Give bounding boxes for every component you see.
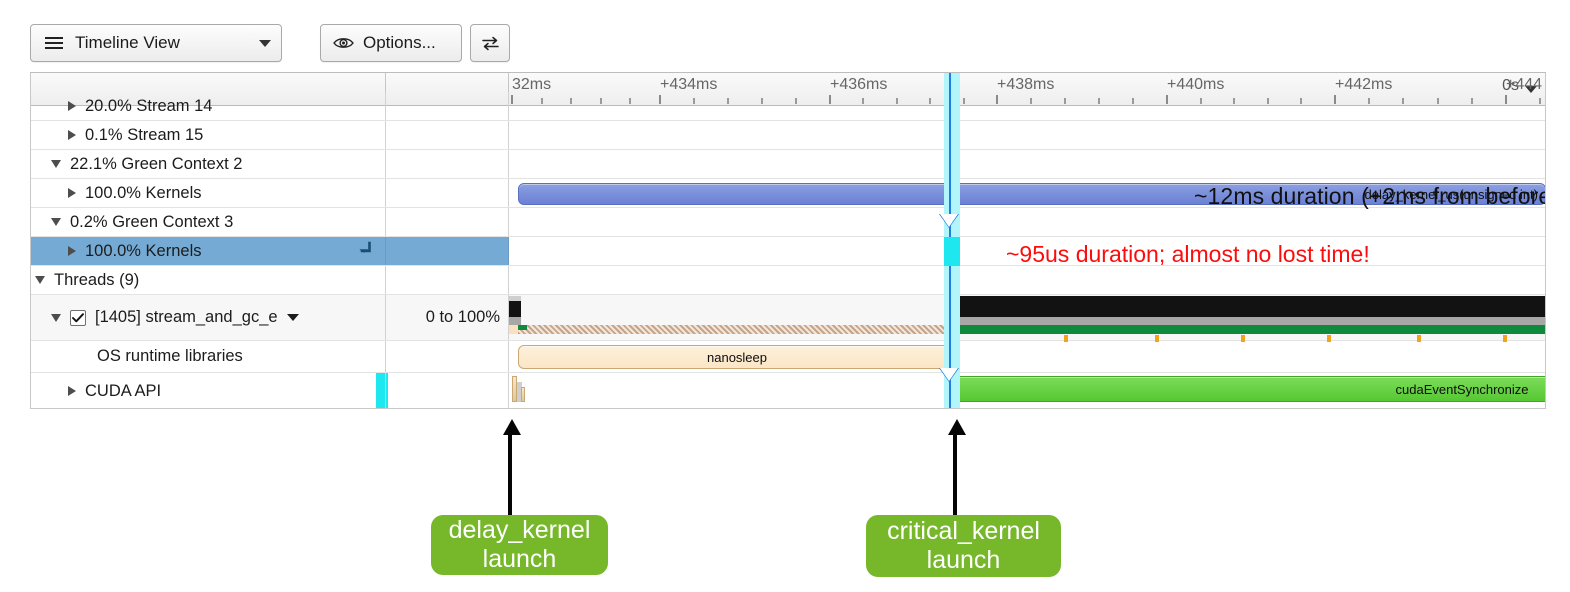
row-os-runtime-libraries[interactable]: OS runtime libraries nanosleep [31,341,1545,373]
thread-visibility-checkbox[interactable] [70,309,86,326]
nanosleep-bar-label: nanosleep [707,349,767,365]
row-label-text: 100.0% Kernels [85,241,202,260]
timeline-rows: 20.0% Stream 14 0.1% Stream 15 22.1% Gre… [31,73,1546,408]
critical-kernel-arrow-head [948,419,966,435]
cuda-api-launch-stub-b[interactable] [517,382,522,402]
row-stream-15[interactable]: 0.1% Stream 15 [31,121,1545,150]
thread-menu-caret-icon[interactable] [286,314,299,321]
collapse-triangle-icon[interactable] [35,276,45,284]
delay-kernel-bar-label: delay_kernel_us(unsigned int) [1364,186,1538,202]
cuda-api-launch-stub-a[interactable] [512,376,517,402]
chevron-down-icon [259,39,271,47]
nanosleep-bar[interactable]: nanosleep [518,345,956,369]
correlation-marker-inner-icon [940,214,958,227]
timeline-ruler[interactable]: 0s 32ms +434ms +436ms +438ms +440ms +442… [31,73,1545,106]
eye-icon [333,36,354,50]
collapse-triangle-icon[interactable] [51,218,61,226]
callout-line-2: launch [482,545,557,573]
critical-kernel-arrow-shaft [953,432,957,516]
collapse-triangle-icon[interactable] [51,160,61,168]
track-kernels-green-context-2: delay_kernel_us(unsigned int) [509,179,1545,207]
cpu-util-green-stub [518,325,527,330]
track-cuda-api: cudaEventSynchronize [509,373,1545,408]
ruler-tick-label: +438ms [997,76,1055,93]
expand-triangle-icon[interactable] [68,386,76,396]
ruler-tick-label: +436ms [830,76,888,93]
timeline-view-label: Timeline View [75,33,180,52]
row-selection-highlight [31,237,508,265]
blue-bar-annotation: ~12ms duration (+2ms from before) [1194,183,1546,209]
row-label-text: 22.1% Green Context 2 [70,154,243,173]
cuda-event-synchronize-label: cudaEventSynchronize [1395,381,1529,397]
cpu-util-gray-left [509,317,521,325]
row-kernels-green-context-2[interactable]: 100.0% Kernels delay_kernel_us(unsigned … [31,179,1545,208]
row-label-text: CUDA API [85,381,162,400]
cpu-util-spike-top [509,296,521,301]
ruler-divider-1 [385,73,386,105]
expand-triangle-icon[interactable] [68,130,76,140]
expand-triangle-icon[interactable] [68,246,76,256]
track-cpu-utilization [509,295,1545,342]
ruler-tick-label: +440ms [1167,76,1225,93]
row-kernels-green-context-3[interactable]: 100.0% Kernels [31,237,1545,266]
cpu-util-spike [509,296,521,317]
row-label-text: 0.2% Green Context 3 [70,212,234,231]
row-green-context-3[interactable]: 0.2% Green Context 3 [31,208,1545,237]
cpu-util-black-band [944,296,1545,317]
row-label-text: 20.0% Stream 14 [85,96,213,115]
cuda-api-left-marker [376,373,388,408]
row-stream-14[interactable]: 20.0% Stream 14 [31,92,1545,121]
callout-line-2: launch [926,546,1001,574]
jump-to-icon[interactable] [356,240,378,267]
collapse-triangle-icon[interactable] [51,313,61,322]
row-thread-1405[interactable]: [1405] stream_and_gc_e 0 to 100% [31,295,1545,342]
cuda-api-launch-stub-c[interactable] [521,387,525,402]
red-annotation: ~95us duration; almost no lost time! [1006,241,1370,267]
time-origin-label: 0s [1502,77,1519,94]
ruler-tick-label: 32ms [512,76,552,93]
cuda-event-synchronize-bar[interactable]: cudaEventSynchronize [945,376,1545,402]
expand-triangle-icon[interactable] [68,188,76,198]
options-button[interactable]: Options... [320,24,462,62]
selected-kernel-marker [944,237,960,266]
cpu-util-green-band [944,325,1545,334]
delay-kernel-bar[interactable]: delay_kernel_us(unsigned int) [518,183,1545,205]
callout-line-1: critical_kernel [887,516,1040,545]
swap-panes-button[interactable] [470,24,510,62]
expand-triangle-icon[interactable] [68,101,76,111]
ruler-tick-label: +444 [1506,76,1543,93]
delay-kernel-arrow-shaft [508,432,512,516]
time-origin-chevron-icon[interactable] [1525,86,1537,93]
cpu-util-gray-band [944,317,1545,325]
row-cuda-api[interactable]: CUDA API cudaEventSynchronize [31,373,1545,408]
row-label-text: 100.0% Kernels [85,183,202,202]
row-threads[interactable]: Threads (9) [31,266,1545,295]
callout-delay-kernel-launch: delay_kernel launch [431,515,608,575]
delay-kernel-arrow-head [503,419,521,435]
timeline-panel: 0s 32ms +434ms +436ms +438ms +440ms +442… [30,72,1546,409]
cpu-util-cream-stub [509,325,518,334]
row-label-text: [1405] stream_and_gc_e [95,308,278,326]
ruler-divider-2 [508,73,509,105]
callout-line-1: delay_kernel [448,515,591,544]
callout-critical-kernel-launch: critical_kernel launch [866,515,1061,577]
timeline-view-dropdown[interactable]: Timeline View [30,24,282,62]
swap-arrows-icon [481,36,500,51]
row-green-context-2[interactable]: 22.1% Green Context 2 [31,150,1545,179]
toolbar: Timeline View Options... [30,24,1546,66]
row-label-text: Threads (9) [54,270,140,289]
cpu-util-idle-hatch [518,325,944,334]
track-os-runtime-libraries: nanosleep [509,341,1545,372]
ruler-tick-label: +442ms [1335,76,1393,93]
cpu-scale-label: 0 to 100% [425,308,500,326]
row-label-text: 0.1% Stream 15 [85,125,204,144]
ruler-tick-label: +434ms [660,76,718,93]
options-label: Options... [363,33,436,52]
correlation-marker-inner-icon [940,368,958,381]
hamburger-icon [45,36,63,50]
row-label-text: OS runtime libraries [97,347,243,365]
